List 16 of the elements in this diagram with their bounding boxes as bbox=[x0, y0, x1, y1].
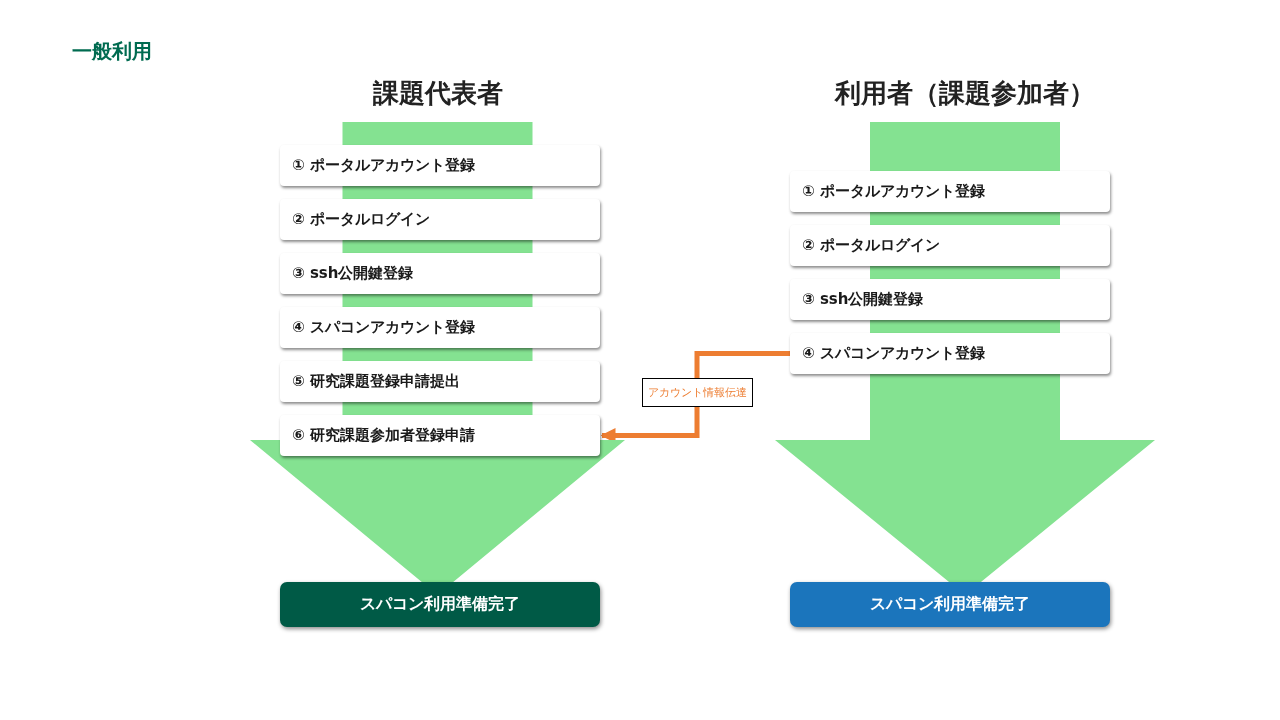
step-box: ③ ssh公開鍵登録 bbox=[280, 253, 600, 294]
step-box: ⑤ 研究課題登録申請提出 bbox=[280, 361, 600, 402]
step-box: ② ポータルログイン bbox=[280, 199, 600, 240]
step-box: ① ポータルアカウント登録 bbox=[280, 145, 600, 186]
step-box: ⑥ 研究課題参加者登録申請 bbox=[280, 415, 600, 456]
step-box: ③ ssh公開鍵登録 bbox=[790, 279, 1110, 320]
column-heading: 課題代表者 bbox=[371, 77, 504, 110]
step-box: ④ スパコンアカウント登録 bbox=[790, 333, 1110, 374]
edge-label: アカウント情報伝達 bbox=[641, 378, 753, 407]
step-box: ④ スパコンアカウント登録 bbox=[280, 307, 600, 348]
step-box: ① ポータルアカウント登録 bbox=[790, 171, 1110, 212]
completion-box: スパコン利用準備完了 bbox=[790, 582, 1110, 627]
completion-box: スパコン利用準備完了 bbox=[280, 582, 600, 627]
step-box: ② ポータルログイン bbox=[790, 225, 1110, 266]
column-heading: 利用者（課題参加者） bbox=[833, 77, 1096, 110]
page-title: 一般利用 bbox=[72, 38, 152, 65]
